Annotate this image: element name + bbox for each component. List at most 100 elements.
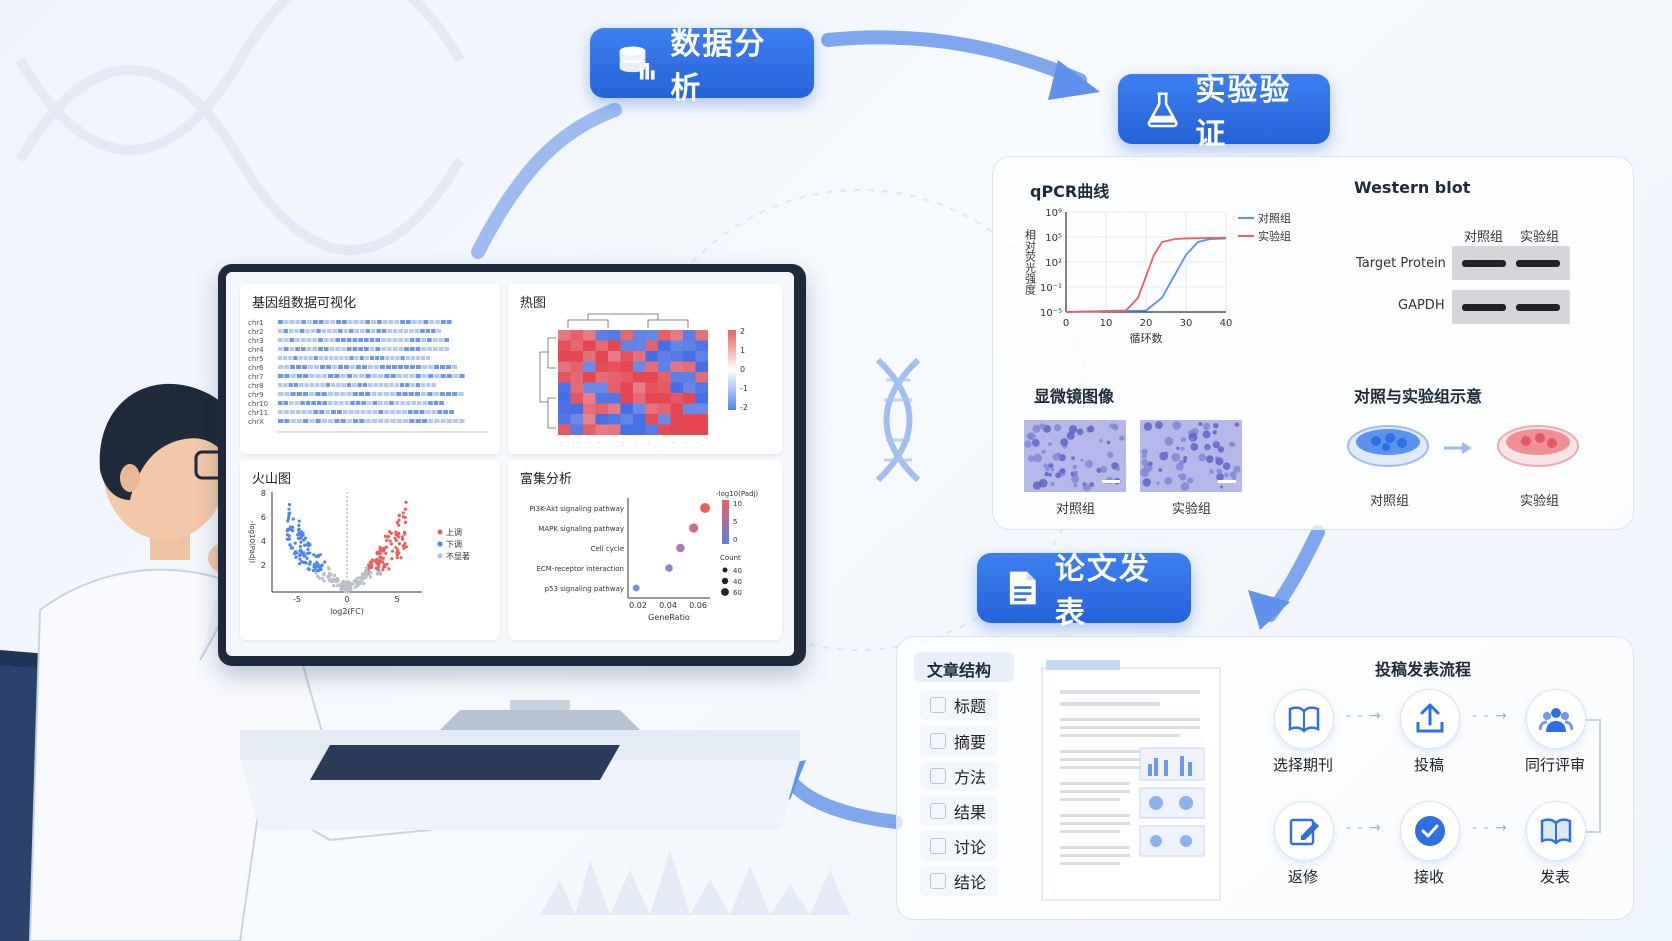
genome-segment [356, 365, 362, 369]
genome-segment [378, 401, 383, 405]
flow-step-review[interactable] [1526, 689, 1586, 749]
volcano-point [403, 507, 408, 511]
publication-panel [896, 636, 1634, 920]
heatmap-cell [583, 414, 596, 425]
x-tick-label: 0 [344, 595, 349, 604]
desk-illustration [240, 700, 800, 830]
flow-step-submit[interactable] [1400, 689, 1460, 749]
genome-segment [421, 347, 427, 351]
volcano-point [287, 507, 291, 511]
structure-tab[interactable] [914, 652, 1014, 682]
genome-segment [414, 329, 420, 333]
genome-segment [283, 338, 289, 342]
genome-segment [339, 401, 344, 405]
heatmap-cell [683, 403, 696, 414]
volcano-point [312, 562, 316, 567]
genome-segment [398, 347, 404, 351]
genome-segment [392, 329, 398, 333]
volcano-point [348, 584, 353, 588]
cell-nucleus [1187, 477, 1194, 484]
cell-nucleus [1159, 451, 1168, 461]
genome-segment [404, 347, 409, 351]
stage-analysis[interactable]: 数据分析 [590, 27, 814, 106]
heatmap-cell [608, 403, 621, 414]
heatmap-cell [670, 403, 683, 414]
stage-validation[interactable]: 实验验证 [1118, 73, 1330, 152]
genome-segment [432, 338, 438, 342]
genome-segment [373, 383, 378, 387]
genome-segment [368, 365, 374, 369]
genome-segment [439, 401, 444, 405]
cell-nucleus [1202, 430, 1211, 439]
volcano-point [318, 553, 322, 557]
toc-item-abstract[interactable]: 摘要 [920, 726, 998, 756]
heatmap-cell [695, 403, 708, 414]
genome-segment [389, 392, 396, 396]
toc-item-methods[interactable]: 方法 [920, 761, 998, 791]
heatmap-cell [670, 414, 683, 425]
volcano-point [287, 502, 292, 507]
cell-nucleus [1177, 474, 1182, 478]
volcano-point [378, 548, 382, 552]
paper-preview [1041, 660, 1221, 901]
genome-segment [338, 365, 344, 369]
toc-item-conclusion[interactable]: 结论 [920, 866, 998, 896]
cell-nucleus [1043, 424, 1052, 433]
stage-publication[interactable]: 论文发表 [977, 552, 1191, 631]
genome-segment [307, 320, 312, 324]
cell-nucleus [1032, 424, 1041, 433]
volcano-point [389, 542, 393, 546]
genome-segment [359, 419, 365, 423]
x-tick-label: 0.02 [629, 601, 647, 610]
genome-segment [426, 383, 431, 387]
cell-nucleus [1106, 440, 1111, 445]
genome-segment [278, 329, 283, 333]
volcano-point [382, 563, 387, 567]
volcano-point [368, 560, 373, 564]
genome-segment [395, 356, 400, 360]
top-dendrogram [567, 313, 689, 328]
heatmap-cell [595, 403, 608, 414]
flow-step-accept[interactable] [1400, 801, 1460, 861]
cell-nucleus [1142, 478, 1152, 487]
genome-segment [320, 383, 325, 387]
genome-segment [348, 410, 354, 414]
cell-nucleus [1080, 458, 1084, 462]
volcano-point [349, 587, 353, 591]
cell-nucleus [1043, 463, 1048, 469]
flow-step-revise[interactable] [1274, 801, 1334, 861]
genome-segment [386, 338, 392, 342]
pathway-label: MAPK signaling pathway [538, 525, 624, 533]
toc-item-title[interactable]: 标题 [920, 690, 998, 720]
toc-item-results[interactable]: 结果 [920, 796, 998, 826]
genome-segment [284, 419, 290, 423]
genome-segment [296, 419, 303, 423]
genome-segment [431, 383, 436, 387]
genome-segment [278, 383, 283, 387]
genome-segment [372, 410, 378, 414]
genome-segment [369, 347, 375, 351]
genome-segment [329, 356, 334, 360]
volcano-point [376, 562, 380, 566]
genome-segment [405, 401, 411, 405]
toc-item-discussion[interactable]: 讨论 [920, 831, 998, 861]
volcano-point [335, 576, 340, 581]
cell-nucleus [1229, 441, 1235, 447]
heatmap-cell [695, 424, 708, 435]
volcano-point [305, 556, 309, 560]
heatmap-cell [583, 372, 596, 383]
genome-segment [289, 347, 295, 351]
genome-segment [459, 419, 465, 423]
genome-segment [452, 392, 458, 396]
genome-segment [434, 374, 440, 378]
volcano-point [378, 546, 382, 550]
flow-step-journal[interactable] [1274, 689, 1334, 749]
flow-step-publish[interactable] [1526, 801, 1586, 861]
cell-nucleus [1203, 422, 1211, 431]
genome-segment [349, 329, 354, 333]
genome-segment [293, 383, 299, 387]
heatmap-cell [595, 393, 608, 404]
genome-segment [407, 410, 413, 414]
